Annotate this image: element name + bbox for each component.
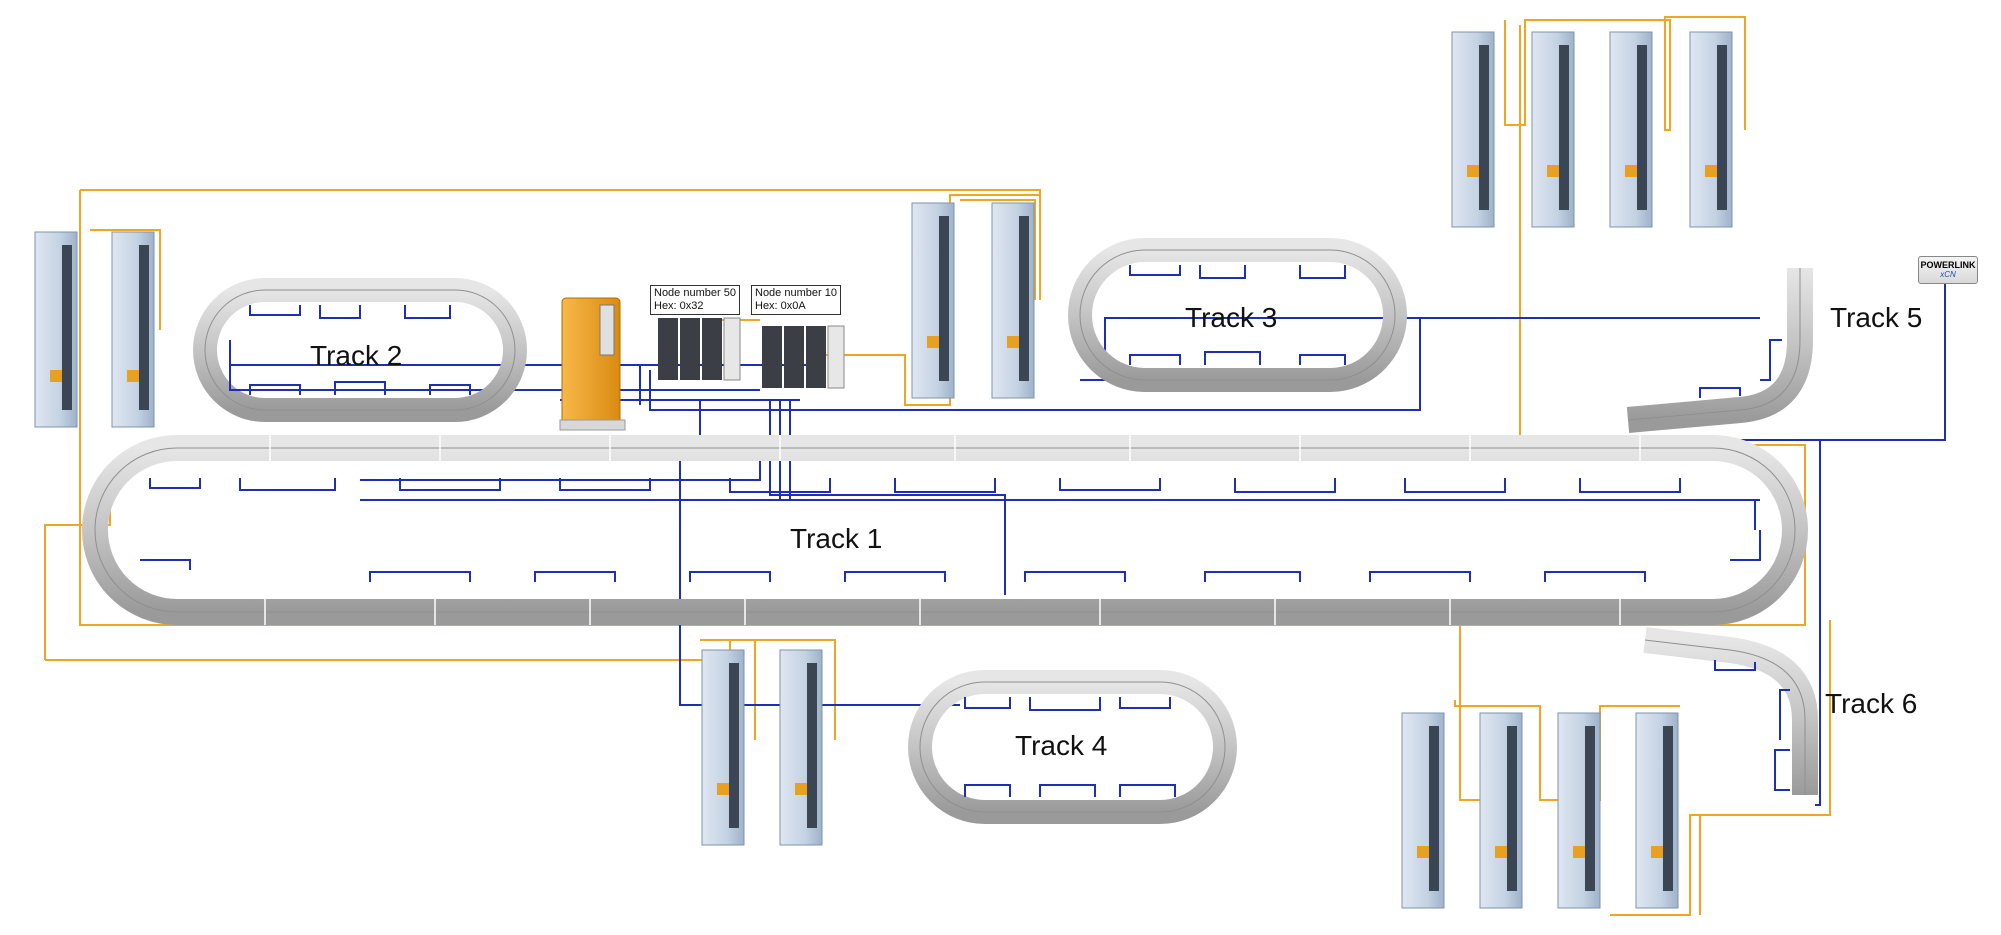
- powerlink-sub: xCN: [1919, 270, 1977, 280]
- drive: [992, 203, 1034, 398]
- drive: [1690, 32, 1732, 227]
- node-50-info: Node number 50 Hex: 0x32: [650, 285, 740, 315]
- node-10-number: Node number 10: [755, 287, 837, 300]
- drive: [1480, 713, 1522, 908]
- servo-drives: [35, 32, 1732, 908]
- track-3-label: Track 3: [1185, 302, 1277, 334]
- drive: [1452, 32, 1494, 227]
- drive: [1532, 32, 1574, 227]
- drive: [1610, 32, 1652, 227]
- node-10-hex: Hex: 0x0A: [755, 300, 837, 313]
- powerlink-label: POWERLINK: [1919, 260, 1977, 270]
- track-1-label: Track 1: [790, 523, 882, 555]
- node-50-number: Node number 50: [654, 287, 736, 300]
- node-10-info: Node number 10 Hex: 0x0A: [751, 285, 841, 315]
- track-6-label: Track 6: [1825, 688, 1917, 720]
- drive: [912, 203, 954, 398]
- track-4-label: Track 4: [1015, 730, 1107, 762]
- drive: [1402, 713, 1444, 908]
- track-5: [1628, 268, 1800, 420]
- drive: [702, 650, 744, 845]
- drive: [1558, 713, 1600, 908]
- drive: [780, 650, 822, 845]
- drive: [1636, 713, 1678, 908]
- track-2-label: Track 2: [310, 340, 402, 372]
- io-station-node-50: [658, 318, 740, 380]
- track-5-label: Track 5: [1830, 302, 1922, 334]
- controller: [560, 298, 625, 430]
- node-50-hex: Hex: 0x32: [654, 300, 736, 313]
- drive: [112, 232, 154, 427]
- powerlink-device: POWERLINK xCN: [1918, 256, 1978, 284]
- io-station-node-10: [762, 326, 844, 388]
- drive: [35, 232, 77, 427]
- track-1: [95, 435, 1795, 625]
